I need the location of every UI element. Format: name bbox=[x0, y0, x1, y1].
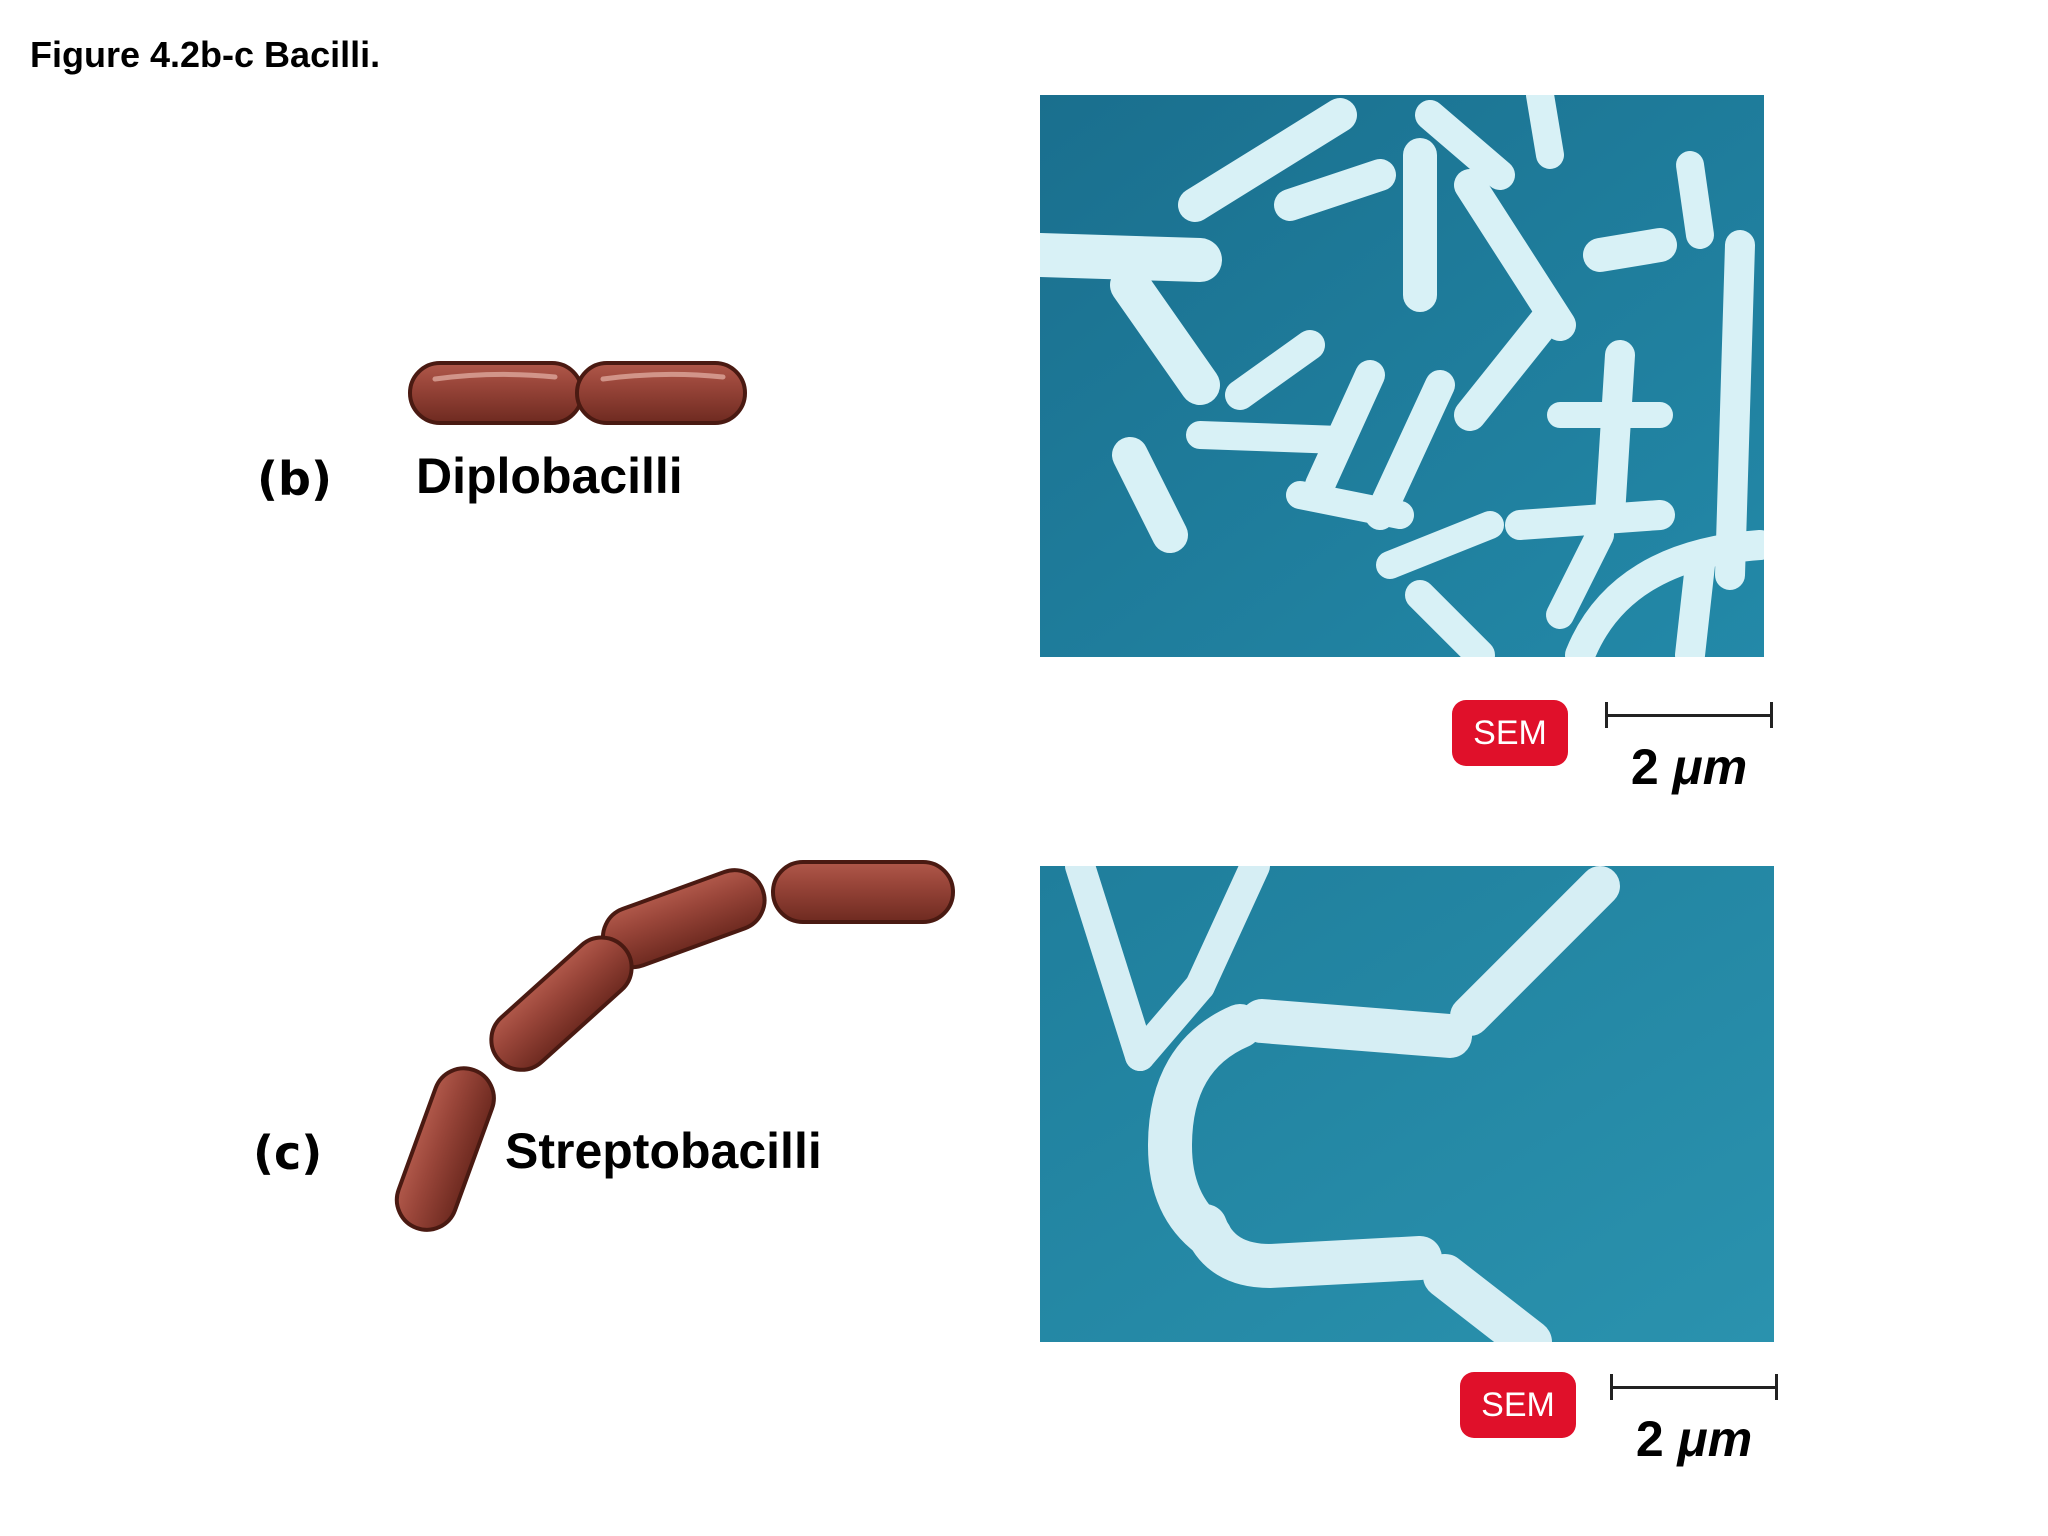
streptobacilli-illustration bbox=[394, 860, 955, 1232]
sem-badge-b: SEM bbox=[1452, 700, 1568, 766]
streptobacilli-cell-1 bbox=[771, 860, 955, 924]
panel-c-name: Streptobacilli bbox=[505, 1123, 822, 1179]
scale-bar-b-unit: μm bbox=[1672, 739, 1748, 795]
diplobacilli-cell-2 bbox=[575, 361, 747, 425]
panel-b-name: Diplobacilli bbox=[416, 448, 683, 504]
scale-bar-c-value: 2 bbox=[1635, 1411, 1664, 1467]
diplobacilli-illustration bbox=[408, 361, 747, 425]
sem-badge-c: SEM bbox=[1460, 1372, 1576, 1438]
streptobacilli-cell-4 bbox=[394, 1066, 496, 1232]
micrograph-streptobacilli bbox=[1040, 866, 1774, 1342]
panel-b-letter: (b) bbox=[257, 452, 332, 506]
scale-bar-c-unit: μm bbox=[1677, 1411, 1753, 1467]
panel-c-letter: (c) bbox=[253, 1126, 323, 1180]
scale-bar-b: 2 μm bbox=[1605, 702, 1773, 802]
streptobacilli-cell-3 bbox=[489, 935, 634, 1072]
micrograph-bacilli bbox=[1040, 95, 1764, 657]
scale-bar-c: 2 μm bbox=[1610, 1374, 1778, 1474]
figure-title: Figure 4.2b-c Bacilli. bbox=[30, 34, 381, 75]
scale-bar-b-value: 2 bbox=[1630, 739, 1659, 795]
